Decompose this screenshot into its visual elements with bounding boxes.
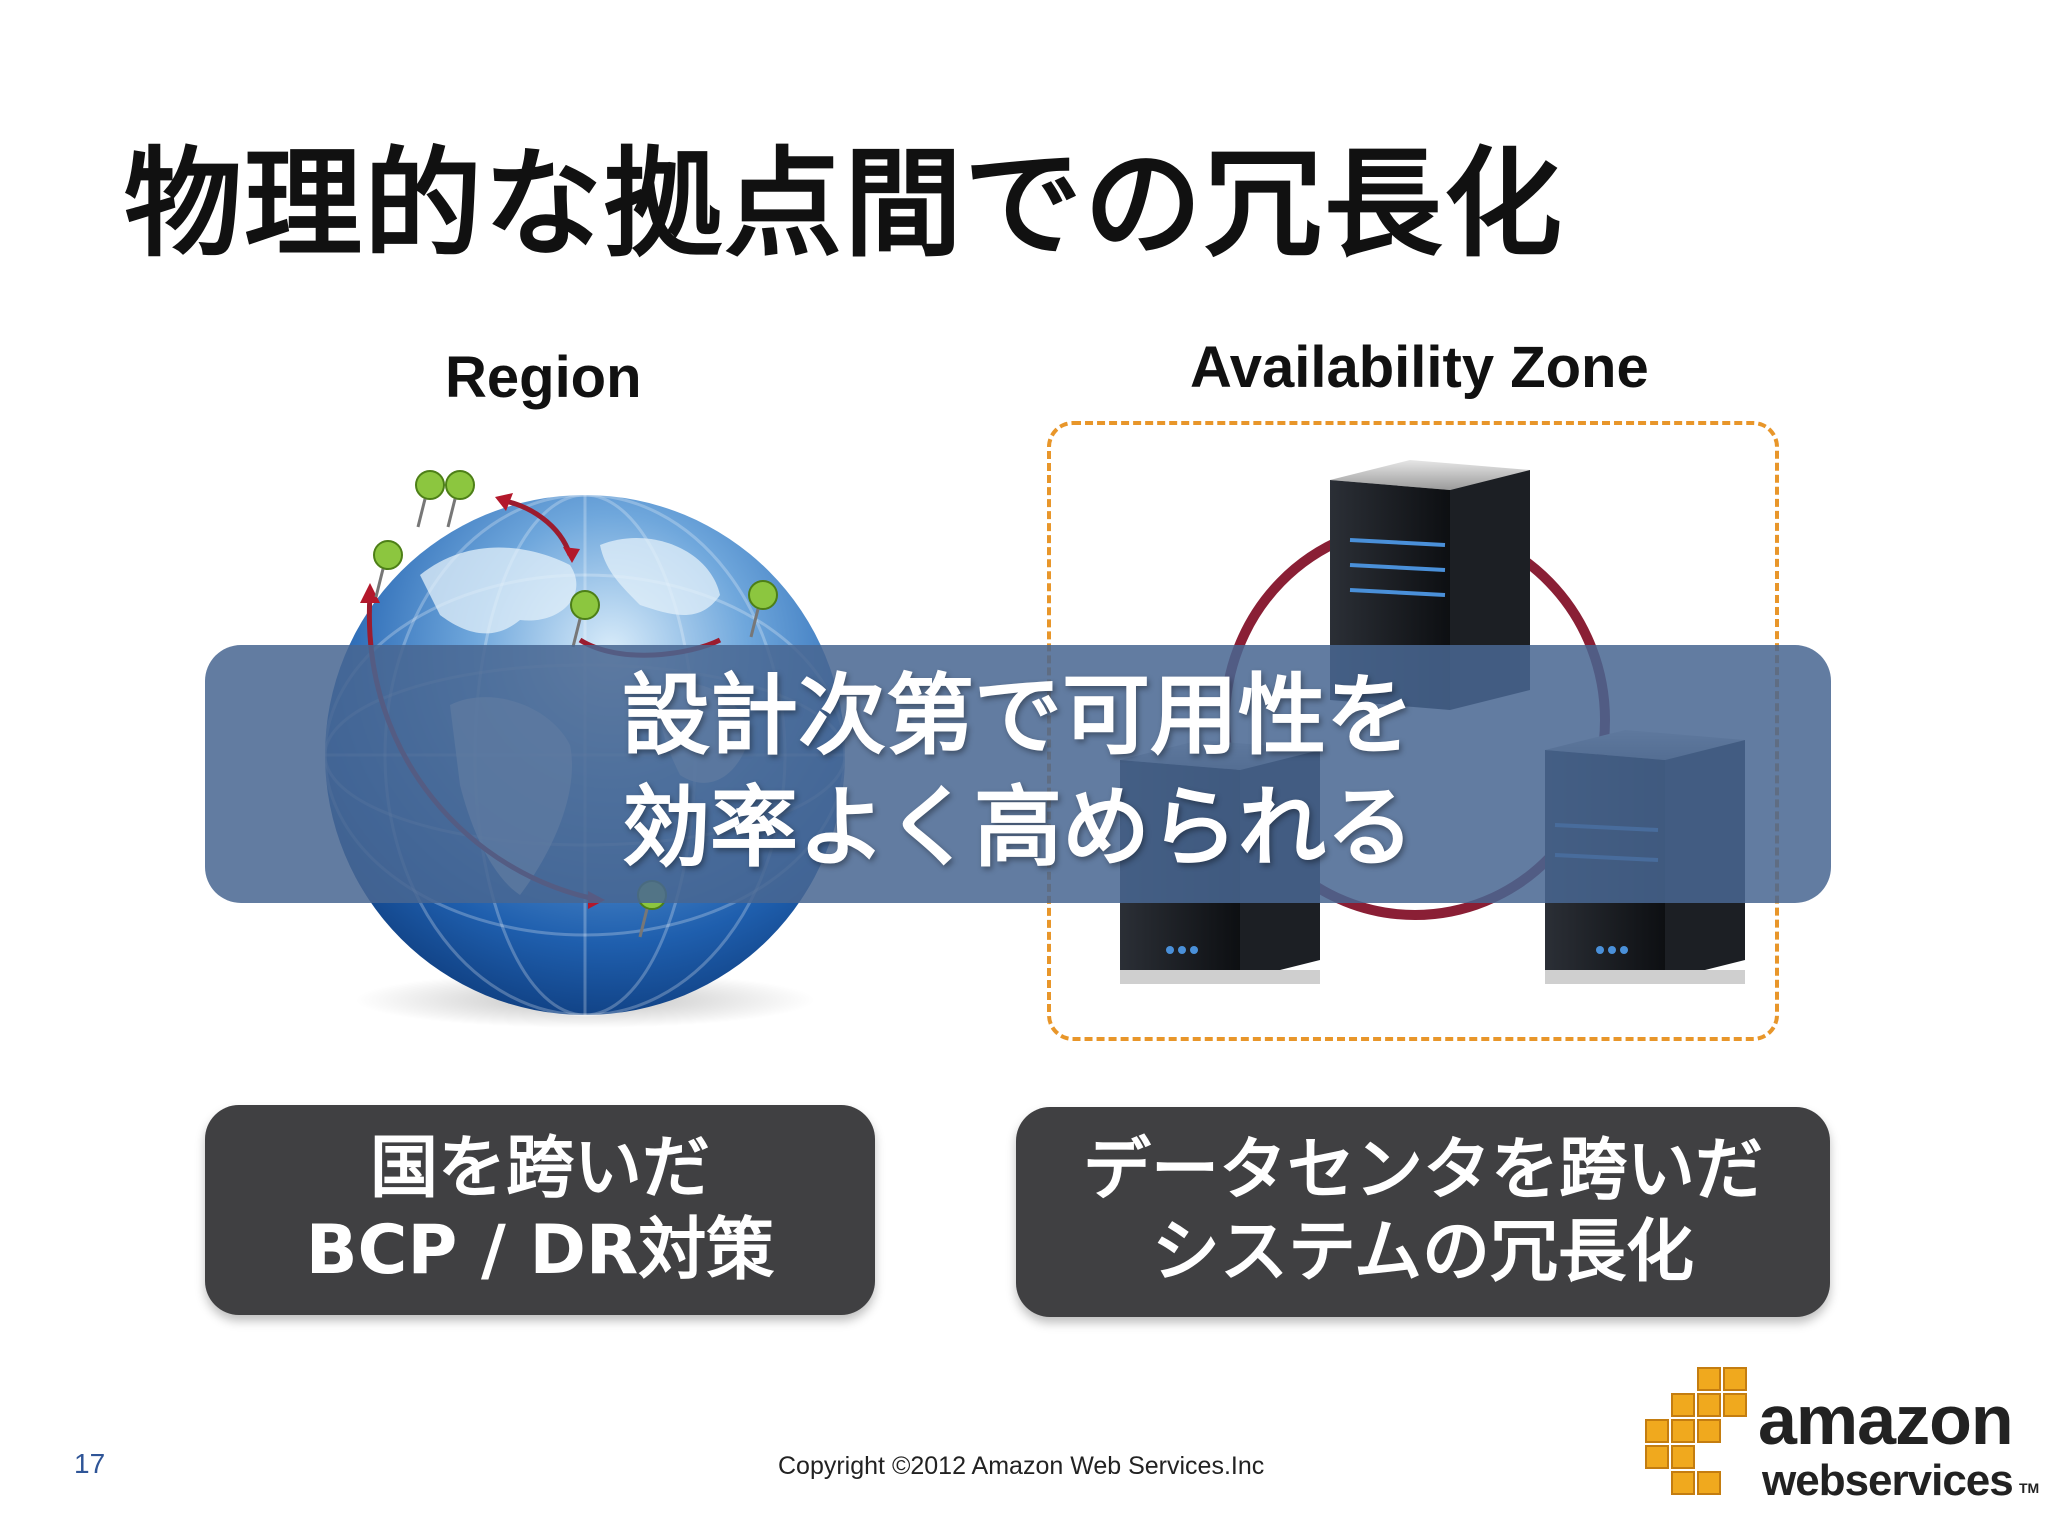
overlay-line-2: 効率よく高められる [621, 776, 1414, 879]
aws-cubes-icon [1645, 1367, 1747, 1495]
region-summary-box: 国を跨いだ BCP / DR対策 [205, 1105, 875, 1315]
az-summary-line-1: データセンタを跨いだ [1082, 1131, 1763, 1210]
region-label: Region [445, 345, 642, 410]
aws-logo: amazon webservices TM [1636, 1362, 2040, 1512]
availability-zone-label: Availability Zone [1190, 335, 1649, 400]
az-summary-line-2: システムの冗長化 [1152, 1213, 1694, 1292]
region-summary-line-2: BCP / DR対策 [305, 1211, 775, 1290]
copyright-notice: Copyright ©2012 Amazon Web Services.Inc [778, 1452, 1265, 1480]
region-summary-line-1: 国を跨いだ [369, 1129, 710, 1208]
overlay-banner [205, 645, 1831, 903]
overlay-message: 設計次第で可用性を 効率よく高められる [205, 660, 1831, 884]
logo-word-amazon: amazon [1758, 1381, 2014, 1459]
slide-title: 物理的な拠点間での冗長化 [124, 135, 1565, 273]
page-number: 17 [74, 1448, 106, 1479]
logo-trademark: TM [2019, 1480, 2040, 1496]
availability-zone-summary-box: データセンタを跨いだ システムの冗長化 [1016, 1107, 1830, 1317]
logo-word-webservices: webservices [1762, 1456, 2014, 1505]
overlay-line-1: 設計次第で可用性を [621, 664, 1414, 767]
